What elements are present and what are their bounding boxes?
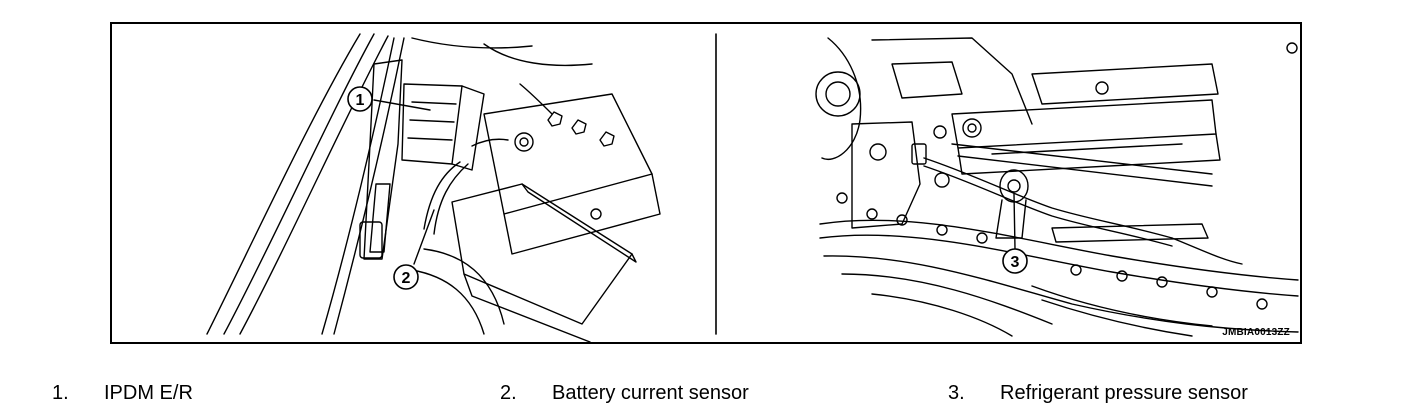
engine-bay-illustration: 1 2 bbox=[206, 33, 1299, 342]
figure-frame: 1 2 bbox=[110, 22, 1302, 344]
legend-item: 2. Battery current sensor bbox=[500, 382, 749, 405]
legend-label: Refrigerant pressure sensor bbox=[1000, 382, 1248, 404]
legend-number: 3. bbox=[948, 382, 965, 404]
figure-code: JMBIA0013ZZ bbox=[1222, 327, 1290, 338]
left-panel-illustration bbox=[206, 33, 661, 342]
legend-label: IPDM E/R bbox=[104, 382, 193, 404]
legend-item: 1. IPDM E/R bbox=[52, 382, 193, 405]
legend-number: 2. bbox=[500, 382, 517, 404]
right-panel-illustration bbox=[815, 37, 1299, 337]
legend-label: Battery current sensor bbox=[552, 382, 749, 404]
legend-number: 1. bbox=[52, 382, 69, 404]
callout-1: 1 bbox=[347, 86, 431, 112]
callout-3-label: 3 bbox=[1011, 254, 1020, 271]
callout-2-label: 2 bbox=[402, 270, 411, 287]
legend: 1. IPDM E/R 2. Battery current sensor 3. Re… bbox=[0, 382, 1408, 412]
callout-3: 3 bbox=[1002, 193, 1028, 274]
callout-1-label: 1 bbox=[356, 92, 365, 109]
callout-2: 2 bbox=[393, 209, 435, 290]
legend-item: 3. Refrigerant pressure sensor bbox=[948, 382, 1248, 405]
